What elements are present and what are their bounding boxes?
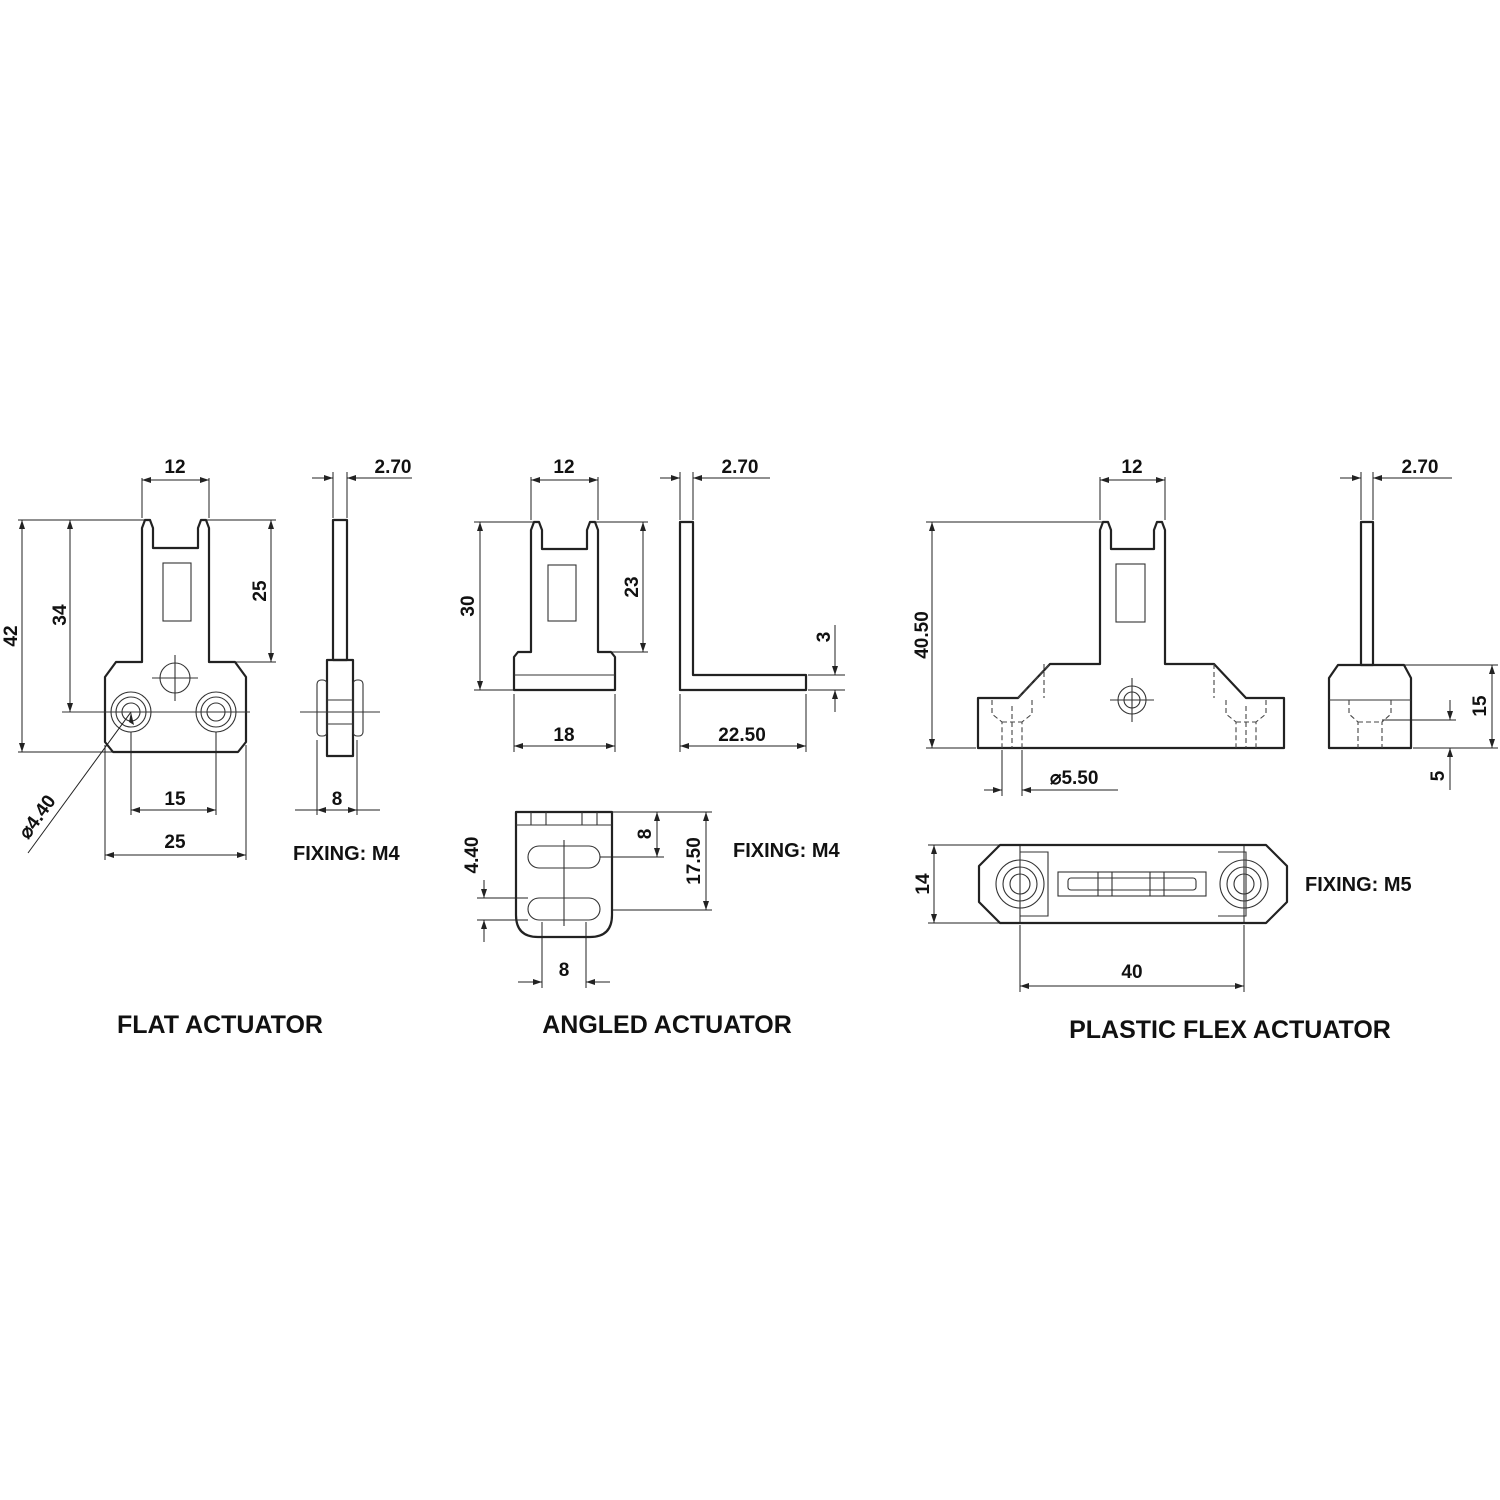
flat-actuator-title: FLAT ACTUATOR — [117, 1011, 323, 1039]
flat-actuator-front-view — [62, 518, 250, 754]
flex-hole-dia-value: 5.50 — [1061, 768, 1098, 789]
angled-dim-slot-offset: 8 — [635, 829, 656, 840]
angled-dim-flange-thickness: 3 — [814, 632, 835, 643]
flat-dim-thickness: 2.70 — [375, 457, 412, 478]
flex-actuator-front-view — [976, 520, 1286, 750]
flex-actuator-title: PLASTIC FLEX ACTUATOR — [1069, 1016, 1391, 1044]
angled-dim-base-width: 18 — [553, 725, 574, 746]
flat-dim-side-width: 8 — [332, 789, 343, 810]
angled-actuator-front-view — [512, 520, 617, 692]
angled-actuator-title: ANGLED ACTUATOR — [542, 1011, 792, 1039]
angled-side-dimensions: 2.70 3 22.50 — [660, 457, 845, 752]
flex-side-dimensions: 2.70 15 5 — [1340, 457, 1498, 790]
flex-actuator-top-view — [977, 843, 1289, 925]
flex-dim-thickness: 2.70 — [1402, 457, 1439, 478]
flex-top-dimensions: 14 40 — [913, 844, 1245, 992]
flat-fixing-label: FIXING: M4 — [293, 843, 401, 865]
flex-dim-hole-diameter: ⌀5.50 — [1050, 768, 1098, 789]
flex-dim-total-height: 40.50 — [912, 611, 933, 659]
diameter-symbol: ⌀ — [1050, 768, 1062, 789]
flat-actuator-side-view — [300, 518, 380, 758]
flex-dim-base-height: 15 — [1470, 695, 1491, 717]
angled-actuator-top-view — [514, 810, 614, 939]
flat-dim-width-top: 12 — [164, 457, 185, 478]
flat-front-dimensions: 12 42 34 25 15 25 ⌀4.40 — [1, 457, 276, 860]
angled-top-dimensions: 17.50 8 4.40 8 — [462, 811, 712, 988]
flex-dim-hole-pitch: 40 — [1121, 962, 1142, 983]
flex-front-dimensions: 12 40.50 ⌀5.50 — [912, 457, 1166, 796]
flex-actuator-side-view — [1327, 520, 1413, 750]
angled-dim-slot-height: 23 — [622, 576, 643, 597]
flat-dim-hole-pitch: 15 — [164, 789, 186, 810]
flat-dim-base-width: 25 — [164, 832, 186, 853]
flex-dim-counterbore: 5 — [1428, 770, 1449, 781]
angled-dim-thickness: 2.70 — [722, 457, 759, 478]
angled-actuator-side-view — [678, 520, 808, 692]
angled-dim-plate-width: 8 — [559, 960, 570, 981]
flat-dim-mid-height: 34 — [50, 604, 71, 626]
flat-dim-total-height: 42 — [1, 625, 22, 646]
angled-dim-flange-length: 22.50 — [718, 725, 766, 746]
angled-front-dimensions: 12 30 23 18 — [458, 457, 648, 752]
angled-dim-total-height: 30 — [458, 595, 479, 616]
angled-dim-width-top: 12 — [553, 457, 574, 478]
angled-dim-slot-gap: 4.40 — [462, 837, 483, 874]
flat-dim-slot-height: 25 — [250, 580, 271, 602]
flex-dim-width: 14 — [913, 873, 934, 895]
angled-dim-plate-length: 17.50 — [684, 837, 705, 885]
flex-fixing-label: FIXING: M5 — [1305, 874, 1412, 896]
flex-dim-width-top: 12 — [1121, 457, 1142, 478]
flat-side-dimensions: 2.70 8 — [295, 457, 412, 815]
angled-fixing-label: FIXING: M4 — [733, 840, 841, 862]
